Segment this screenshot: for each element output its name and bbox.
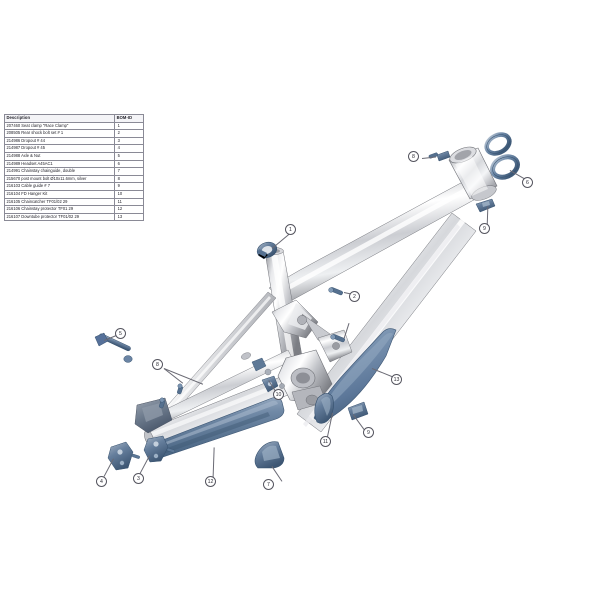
callout-balloon-2[interactable]: 2 [349, 291, 360, 302]
callout-balloon-9a[interactable]: 9 [479, 223, 490, 234]
table-row: 216106 Chainstay protector TF01 29 12 [3, 205, 144, 214]
bottom-bracket-cluster [277, 349, 333, 411]
bom-cell-description: 214987 Dropout # 45 [3, 144, 116, 153]
callout-balloon-8b[interactable]: 8 [408, 151, 419, 162]
callout-balloon-6[interactable]: 6 [522, 177, 533, 188]
head-tube [448, 146, 498, 201]
bom-cell-id: 6 [114, 159, 144, 169]
bom-cell-description: 214986 Dropout # 44 [3, 136, 116, 146]
bom-header-description: Description [3, 114, 116, 123]
bom-cell-description: 207460 Seat clamp "Race Clamp" [3, 121, 116, 131]
callout-balloon-13[interactable]: 13 [391, 374, 402, 385]
callout-balloon-3[interactable]: 3 [133, 473, 144, 484]
table-row: 216104 FD Hanger Kit 10 [3, 189, 144, 199]
bom-cell-id: 11 [114, 197, 144, 207]
bom-cell-id: 1 [114, 121, 144, 131]
bom-cell-id: 9 [114, 182, 144, 191]
misc-pivot-hardware [241, 352, 285, 389]
bom-cell-id: 2 [114, 129, 144, 138]
bom-cell-description: 216105 Chaincatcher TF01/02 29 [3, 197, 116, 207]
table-row: 216107 Downtube protector TF01/02 29 13 [3, 212, 144, 222]
bom-cell-id: 7 [114, 167, 144, 176]
bom-header-bom-id: BOM-ID [114, 114, 144, 123]
part-cable-guide-upper [475, 198, 496, 213]
callout-balloon-10[interactable]: 10 [273, 389, 284, 400]
bom-cell-description: 208505 Rear shock bolt set # 1 [3, 129, 116, 138]
table-row: 214988 Axle & Nut 5 [3, 151, 144, 161]
bom-cell-id: 10 [114, 189, 144, 199]
callout-balloon-1[interactable]: 1 [285, 224, 296, 235]
part-chainstay-chainguide [254, 441, 285, 469]
part-seat-clamp [256, 241, 278, 260]
bom-cell-id: 8 [114, 174, 144, 184]
bom-cell-description: 216103 Cable guide # 7 [3, 182, 116, 191]
part-headset-rings [484, 132, 520, 180]
table-row: 207460 Seat clamp "Race Clamp" 1 [3, 121, 144, 131]
bom-cell-id: 5 [114, 151, 144, 161]
callout-balloon-7[interactable]: 7 [263, 479, 274, 490]
table-row: 208505 Rear shock bolt set # 1 2 [3, 129, 144, 138]
bom-table-header-row: Description BOM-ID [3, 114, 144, 123]
table-row: 214989 Headset A45AC1 6 [3, 159, 144, 169]
callout-balloon-5[interactable]: 5 [115, 328, 126, 339]
part-cable-guide-lower [347, 401, 369, 421]
bom-cell-description: 214991 Chainstay chainguide, double [3, 167, 116, 176]
bom-cell-description: 216106 Chainstay protector TF01 29 [3, 205, 116, 214]
callout-balloon-9b[interactable]: 9 [363, 427, 374, 438]
part-shock-bolt-2 [330, 334, 345, 343]
part-shock-bolt-1 [328, 287, 343, 296]
bom-cell-id: 3 [114, 136, 144, 146]
bom-cell-id: 12 [114, 205, 144, 214]
callout-balloon-12[interactable]: 12 [205, 476, 216, 487]
part-axle-and-nut [94, 332, 133, 363]
table-row: 216103 Cable guide # 7 9 [3, 182, 144, 191]
bom-cell-id: 4 [114, 144, 144, 153]
bom-cell-description: 214988 Axle & Nut [3, 151, 116, 161]
bom-cell-description: 214989 Headset A45AC1 [3, 159, 116, 169]
bom-table-body: 207460 Seat clamp "Race Clamp" 1 208505 … [3, 121, 144, 222]
bom-cell-description: 216107 Downtube protector TF01/02 29 [3, 212, 116, 222]
table-row: 215670 post mount bolt Ø10x11.6mm, silve… [3, 174, 144, 184]
callout-balloon-8a[interactable]: 8 [152, 359, 163, 370]
bom-cell-description: 216104 FD Hanger Kit [3, 189, 116, 199]
table-row: 214991 Chainstay chainguide, double 7 [3, 167, 144, 176]
part-post-mount-bolt-rear-1 [177, 383, 183, 395]
part-dropout-44 [143, 435, 175, 463]
bom-cell-id: 13 [114, 212, 144, 222]
bom-table: Description BOM-ID 207460 Seat clamp "Ra… [3, 114, 144, 222]
callout-balloon-11[interactable]: 11 [320, 436, 331, 447]
part-dropout-45 [107, 441, 140, 471]
bom-cell-description: 215670 post mount bolt Ø10x11.6mm, silve… [3, 174, 116, 184]
table-row: 214987 Dropout # 45 4 [3, 144, 144, 153]
part-chainstay-protector [148, 397, 285, 459]
table-row: 214986 Dropout # 44 3 [3, 136, 144, 146]
callout-balloon-4[interactable]: 4 [96, 476, 107, 487]
table-row: 216105 Chaincatcher TF01/02 29 11 [3, 197, 144, 207]
part-post-mount-bolt-rear-2 [159, 397, 165, 409]
